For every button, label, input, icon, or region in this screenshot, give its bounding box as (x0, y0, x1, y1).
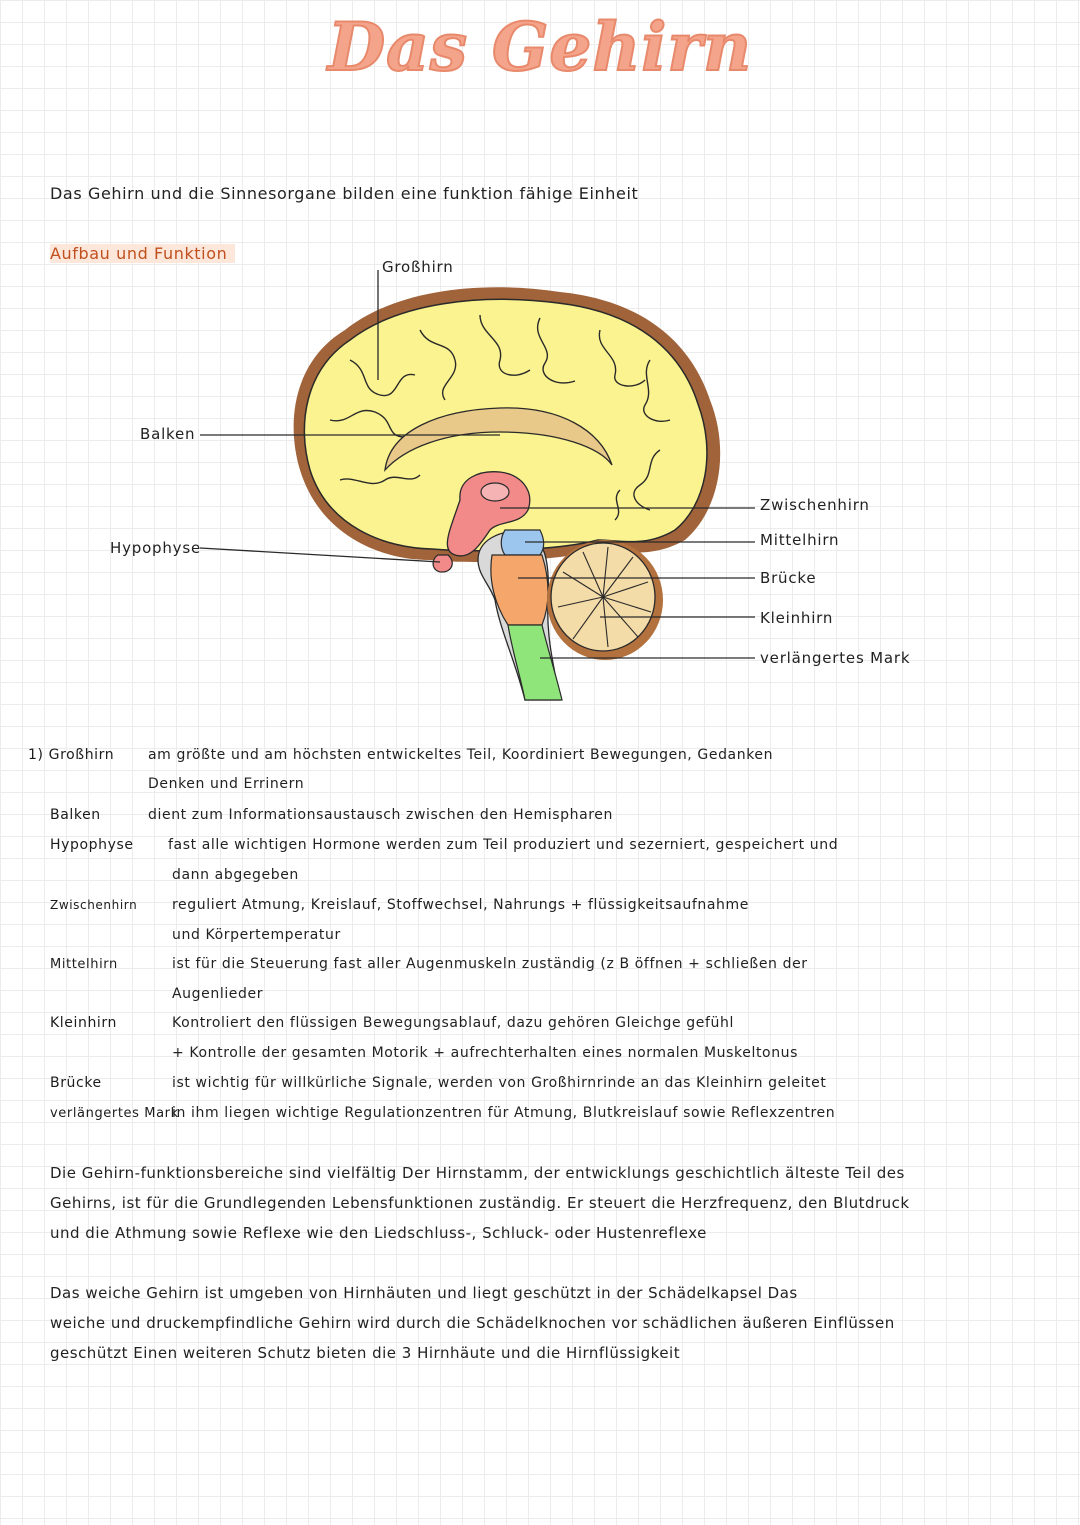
definition-text: dann abgegeben (172, 867, 299, 883)
definition-text: fast alle wichtigen Hormone werden zum T… (168, 837, 839, 853)
paragraph-line: Die Gehirn-funktionsbereiche sind vielfä… (50, 1164, 905, 1182)
definition-term: Zwischenhirn (50, 898, 138, 912)
definition-bruecke: Brücke ist wichtig für willkürliche Signa… (50, 1075, 826, 1091)
definition-balken: Balken dient zum Informationsaustausch zw… (50, 807, 613, 823)
definition-text: und Körpertemperatur (172, 927, 341, 943)
definition-kleinhirn: Kleinhirn Kontroliert den flüssigen Beweg… (50, 1015, 734, 1031)
corpus-callosum (384, 407, 613, 472)
paragraph-line: geschützt Einen weiteren Schutz bieten d… (50, 1344, 681, 1362)
definition-hypophyse: Hypophyse fast alle wichtigen Hormone wer… (50, 837, 838, 853)
gyri-lines (329, 314, 671, 521)
definition-text: Denken und Errinern (148, 776, 305, 792)
paragraph-line: weiche und druckempfindliche Gehirn wird… (50, 1314, 895, 1332)
label-mark: verlängertes Mark (760, 649, 911, 667)
definition-zwischenhirn: Zwischenhirn reguliert Atmung, Kreislauf,… (50, 897, 749, 913)
intro-text: Das Gehirn und die Sinnesorgane bilden e… (50, 184, 639, 203)
definition-text: in ihm liegen wichtige Regulationzentren… (172, 1105, 836, 1121)
definition-text: reguliert Atmung, Kreislauf, Stoffwechse… (172, 897, 749, 913)
definition-term: Mittelhirn (50, 957, 118, 972)
brain-diagram (199, 270, 755, 701)
definition-text: dient zum Informationsaustausch zwischen… (148, 807, 613, 823)
definition-text: Kontroliert den flüssigen Bewegungsablau… (172, 1015, 734, 1031)
definition-term: Balken (50, 807, 101, 823)
cerebellum (547, 540, 663, 660)
medulla (507, 624, 563, 701)
label-zwischenhirn: Zwischenhirn (760, 496, 870, 514)
definition-text: ist für die Steuerung fast aller Augenmu… (172, 956, 808, 972)
label-balken: Balken (140, 425, 196, 443)
definition-term: Hypophyse (50, 837, 134, 853)
label-grosshirn: Großhirn (382, 258, 454, 276)
definition-text: am größte und am höchsten entwickeltes T… (148, 747, 774, 763)
definition-term: 1) Großhirn (28, 747, 115, 763)
paragraph-line: Gehirns, ist für die Grundlegenden Leben… (50, 1194, 910, 1212)
label-bruecke: Brücke (760, 569, 817, 587)
definition-verlaengertes-mark: verlängertes Markin ihm liegen wichtige … (50, 1105, 835, 1121)
label-mittelhirn: Mittelhirn (760, 531, 840, 549)
definition-term: verlängertes Mark (50, 1106, 179, 1121)
paragraph-line: Das weiche Gehirn ist umgeben von Hirnhä… (50, 1284, 798, 1302)
definition-text: Augenlieder (172, 986, 264, 1002)
hypophysis (432, 554, 453, 573)
paragraph-brainstem: Die Gehirn-funktionsbereiche sind vielfä… (50, 1158, 910, 1248)
definition-text: + Kontrolle der gesamten Motorik + aufre… (172, 1045, 799, 1061)
definition-term: Kleinhirn (50, 1015, 117, 1031)
page-title: Das Gehirn (327, 7, 753, 87)
leader-lines (199, 270, 755, 659)
label-kleinhirn: Kleinhirn (760, 609, 834, 627)
definition-mittelhirn: Mittelhirn ist für die Steuerung fast all… (50, 956, 808, 972)
definition-term: Brücke (50, 1075, 102, 1091)
label-hypophyse: Hypophyse (110, 539, 202, 557)
paragraph-line: und die Athmung sowie Reflexe wie den Li… (50, 1224, 707, 1242)
paragraph-protection: Das weiche Gehirn ist umgeben von Hirnhä… (50, 1278, 895, 1368)
section-heading: Aufbau und Funktion (50, 244, 236, 263)
definition-grosshirn: 1) Großhirn am größte und am höchsten ent… (28, 747, 773, 763)
definition-text: ist wichtig für willkürliche Signale, we… (172, 1075, 827, 1091)
